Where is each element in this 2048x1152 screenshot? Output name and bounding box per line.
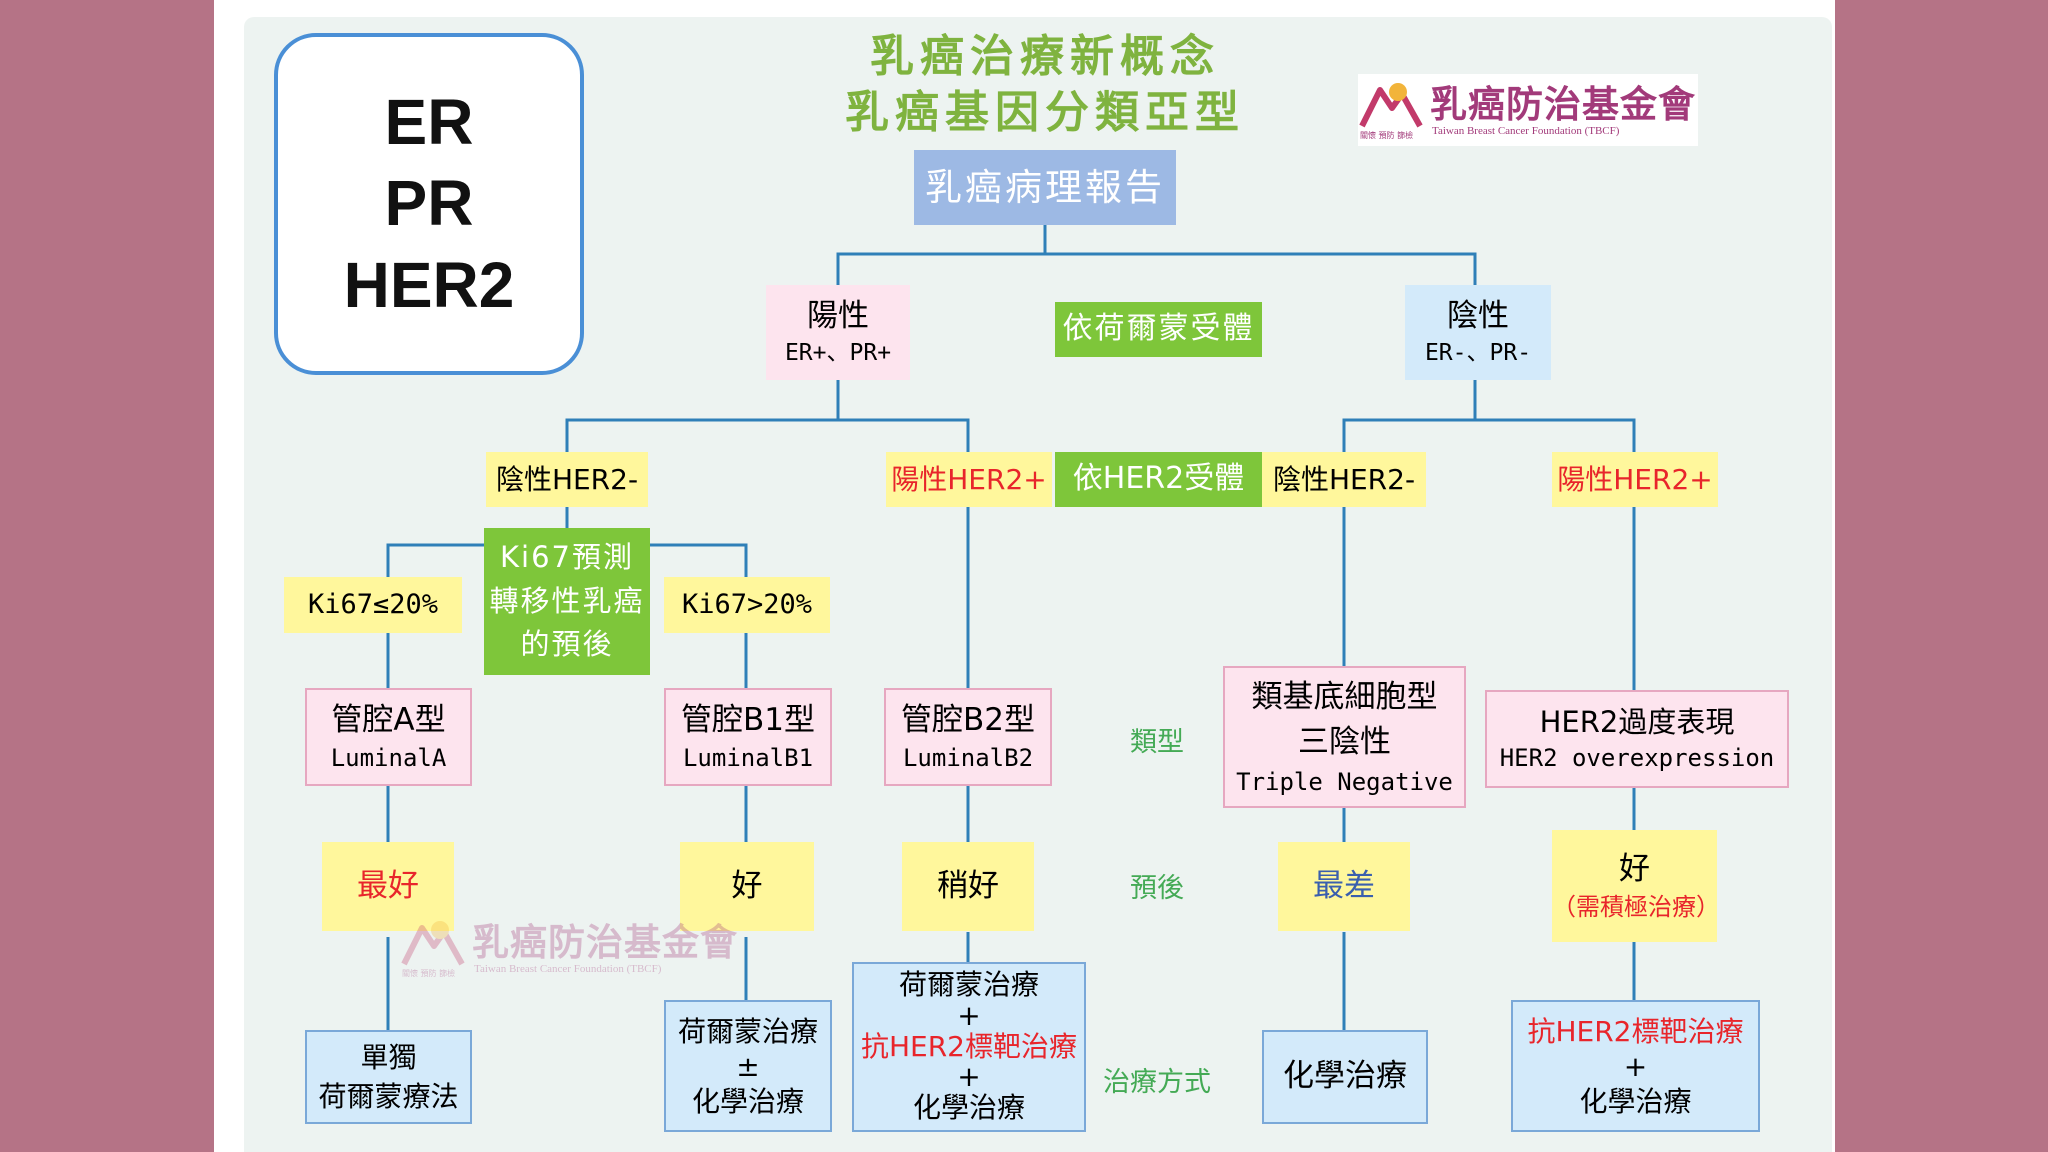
treatment-luminal-b2-line1: 荷爾蒙治療 bbox=[898, 968, 1039, 1001]
ki67-note-line1: Ki67預測 bbox=[500, 540, 634, 575]
row-label-treatment: 治療方式 bbox=[1103, 1067, 1211, 1098]
treatment-luminal-b2: 荷爾蒙治療 + 抗HER2標靶治療 + 化學治療 bbox=[852, 962, 1086, 1132]
legend-her2: HER2 bbox=[343, 248, 515, 321]
watermark: 乳癌防治基金會 Taiwan Breast Cancer Foundation … bbox=[400, 912, 740, 984]
hormone-criterion-label: 依荷爾蒙受體 bbox=[1055, 302, 1262, 357]
her2-negative-right: 陰性HER2- bbox=[1262, 452, 1426, 507]
treatment-her2-over-line3: 化學治療 bbox=[1579, 1084, 1692, 1118]
row-label-type: 類型 bbox=[1130, 727, 1184, 758]
type-luminal-a-en: LuminalA bbox=[330, 743, 447, 772]
watermark-mountain-icon bbox=[401, 921, 465, 966]
treatment-luminal-a: 單獨 荷爾蒙療法 bbox=[305, 1030, 472, 1124]
ki67-note: Ki67預測 轉移性乳癌 的預後 bbox=[484, 528, 650, 675]
type-her2-overexpression: HER2過度表現 HER2 overexpression bbox=[1485, 690, 1789, 788]
type-luminal-a: 管腔A型 LuminalA bbox=[305, 688, 472, 786]
tbcf-logo: 乳癌防治基金會 Taiwan Breast Cancer Foundation … bbox=[1358, 74, 1698, 146]
treatment-her2-over-line2: + bbox=[1623, 1049, 1648, 1083]
type-her2-over-en: HER2 overexpression bbox=[1499, 744, 1775, 773]
type-her2-over-zh: HER2過度表現 bbox=[1539, 705, 1735, 740]
prognosis-luminal-b1: 好 bbox=[680, 842, 814, 931]
hormone-negative-label: 陰性 bbox=[1447, 298, 1509, 335]
hormone-positive-label: 陽性 bbox=[807, 298, 869, 335]
ki67-note-line2: 轉移性乳癌 bbox=[489, 583, 645, 618]
watermark-tagline: 關懷 預防 篩檢 bbox=[402, 969, 456, 978]
logo-name-en: Taiwan Breast Cancer Foundation (TBCF) bbox=[1432, 125, 1620, 137]
hormone-positive-sub: ER+、PR+ bbox=[784, 339, 892, 366]
treatment-triple-negative-line1: 化學治療 bbox=[1283, 1058, 1407, 1095]
treatment-luminal-b1-line2: ± bbox=[736, 1049, 760, 1083]
row-label-prognosis: 預後 bbox=[1130, 873, 1184, 904]
prognosis-her2-over-label: 好 bbox=[1619, 850, 1650, 887]
type-luminal-b2-en: LuminalB2 bbox=[902, 743, 1034, 772]
ki67-low: Ki67≤20% bbox=[284, 577, 462, 633]
title-line-2: 乳癌基因分類亞型 bbox=[845, 87, 1245, 138]
her2-positive-right: 陽性HER2+ bbox=[1552, 452, 1718, 507]
treatment-luminal-a-line1: 單獨 bbox=[360, 1040, 417, 1074]
hormone-negative-sub: ER-、PR- bbox=[1424, 339, 1532, 366]
treatment-luminal-b2-line2: + bbox=[957, 998, 981, 1032]
watermark-name-zh: 乳癌防治基金會 bbox=[472, 921, 738, 964]
logo-name-zh: 乳癌防治基金會 bbox=[1430, 83, 1696, 126]
type-triple-negative-en: Triple Negative bbox=[1236, 767, 1453, 796]
type-luminal-a-zh: 管腔A型 bbox=[331, 701, 446, 738]
type-luminal-b2: 管腔B2型 LuminalB2 bbox=[884, 688, 1052, 786]
prognosis-her2-over-note: （需積極治療） bbox=[1552, 892, 1720, 921]
ki67-note-line3: 的預後 bbox=[520, 627, 614, 662]
treatment-her2-over: 抗HER2標靶治療 + 化學治療 bbox=[1511, 1000, 1760, 1132]
hormone-positive-node: 陽性 ER+、PR+ bbox=[766, 285, 910, 380]
type-triple-negative-zh2: 三陰性 bbox=[1298, 723, 1391, 760]
legend-pr: PR bbox=[384, 167, 474, 240]
treatment-luminal-b2-line3: 抗HER2標靶治療 bbox=[860, 1029, 1078, 1063]
watermark-name-en: Taiwan Breast Cancer Foundation (TBCF) bbox=[474, 963, 662, 975]
prognosis-her2-over: 好 （需積極治療） bbox=[1552, 830, 1720, 942]
treatment-luminal-b2-line4: + bbox=[957, 1060, 981, 1094]
receptor-legend-box: ER PR HER2 bbox=[274, 33, 584, 375]
treatment-luminal-b2-line5: 化學治療 bbox=[912, 1091, 1025, 1125]
her2-criterion-label: 依HER2受體 bbox=[1055, 452, 1262, 507]
connector-negative-split bbox=[1342, 418, 1636, 452]
prognosis-luminal-b2: 稍好 bbox=[902, 842, 1034, 931]
type-luminal-b2-zh: 管腔B2型 bbox=[901, 701, 1035, 738]
logo-tagline: 關懷 預防 篩檢 bbox=[1360, 131, 1414, 140]
connector-positive-split bbox=[565, 418, 970, 452]
connector-hormone-split bbox=[836, 252, 1477, 285]
her2-positive-left: 陽性HER2+ bbox=[886, 452, 1052, 507]
treatment-luminal-b1-line3: 化學治療 bbox=[691, 1084, 804, 1118]
pathology-report-node: 乳癌病理報告 bbox=[914, 150, 1176, 225]
treatment-luminal-b1-line1: 荷爾蒙治療 bbox=[677, 1014, 818, 1048]
treatment-her2-over-line1: 抗HER2標靶治療 bbox=[1527, 1014, 1744, 1048]
type-luminal-b1-zh: 管腔B1型 bbox=[681, 701, 815, 738]
treatment-luminal-a-line2: 荷爾蒙療法 bbox=[318, 1080, 459, 1113]
mountain-logo-icon bbox=[1359, 83, 1423, 128]
prognosis-luminal-a: 最好 bbox=[322, 842, 454, 931]
type-luminal-b1-en: LuminalB1 bbox=[682, 743, 814, 772]
hormone-negative-node: 陰性 ER-、PR- bbox=[1405, 285, 1551, 380]
type-triple-negative: 類基底細胞型 三陰性 Triple Negative bbox=[1223, 666, 1466, 808]
treatment-triple-negative: 化學治療 bbox=[1262, 1030, 1428, 1124]
type-luminal-b1: 管腔B1型 LuminalB1 bbox=[664, 688, 832, 786]
her2-negative-left: 陰性HER2- bbox=[486, 452, 648, 507]
legend-er: ER bbox=[384, 86, 474, 159]
prognosis-triple-negative: 最差 bbox=[1278, 842, 1410, 931]
title-line-1: 乳癌治療新概念 bbox=[870, 31, 1220, 82]
treatment-luminal-b1: 荷爾蒙治療 ± 化學治療 bbox=[664, 1000, 832, 1132]
ki67-high: Ki67>20% bbox=[664, 577, 830, 633]
type-triple-negative-zh1: 類基底細胞型 bbox=[1251, 678, 1438, 715]
